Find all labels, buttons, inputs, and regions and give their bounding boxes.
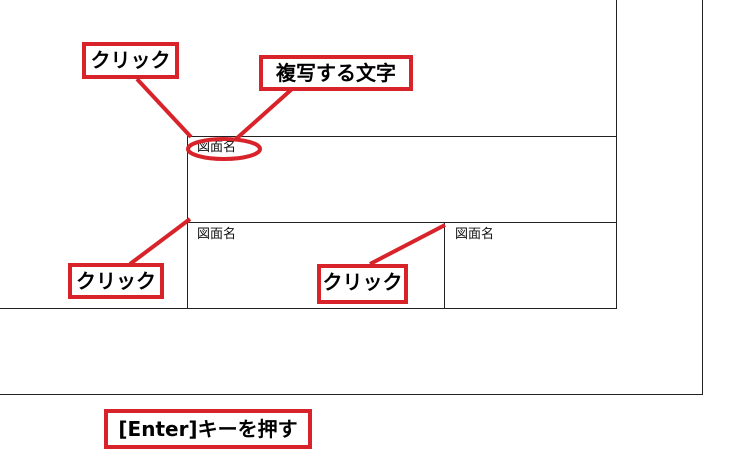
outer-frame-bottom-border	[0, 394, 703, 395]
outer-frame-right-border	[702, 0, 703, 394]
leader-click-bottom-left	[128, 217, 192, 266]
leader-click-bottom-middle	[369, 223, 446, 266]
inner-frame-right-border	[616, 0, 617, 309]
title-block-cell-divider	[444, 222, 445, 309]
leader-copy-text	[234, 87, 294, 141]
inner-frame-bottom-border	[0, 308, 617, 309]
title-block-middle-divider	[187, 222, 617, 223]
callout-click-bottom-middle: クリック	[317, 264, 408, 304]
leader-click-top	[135, 77, 193, 139]
title-block-cell-label-bottom-left[interactable]: 図面名	[197, 227, 237, 242]
title-block-top-border	[187, 136, 617, 137]
callout-click-bottom-left: クリック	[68, 263, 164, 299]
callout-copy-text: 複写する文字	[259, 55, 413, 91]
title-block-cell-label-top[interactable]: 図面名	[197, 140, 237, 155]
callout-click-top: クリック	[82, 42, 179, 79]
highlight-ellipse	[186, 137, 262, 161]
callout-enter-key: [Enter]キーを押す	[104, 409, 312, 449]
title-block-cell-label-bottom-right[interactable]: 図面名	[455, 227, 495, 242]
